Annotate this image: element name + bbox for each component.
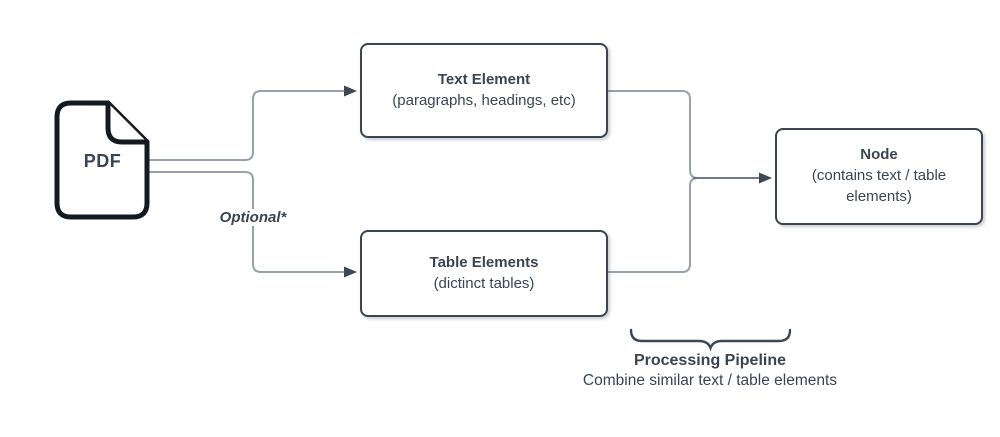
pipeline-subtitle: Combine similar text / table elements [582, 372, 838, 389]
pdf-document-icon: PDF [50, 95, 155, 225]
curly-brace-icon [629, 328, 792, 352]
pipeline-title: Processing Pipeline [633, 352, 787, 369]
arrowhead-text-element-icon [344, 85, 357, 97]
optional-label: Optional* [216, 209, 290, 226]
node-title: Node [860, 146, 898, 164]
node-box: Node (contains text / table elements) [775, 128, 983, 225]
text-element-box: Text Element (paragraphs, headings, etc) [360, 43, 608, 138]
arrowhead-node-icon [759, 172, 772, 184]
text-element-title: Text Element [437, 70, 531, 88]
pdf-label: PDF [83, 151, 122, 171]
connector-table-elements-to-junction [607, 177, 699, 273]
connector-pdf-to-text-element [147, 90, 345, 161]
table-elements-box: Table Elements (dictinct tables) [360, 230, 608, 317]
node-subtitle: (contains text / table elements) [811, 167, 947, 205]
pdf-folded-corner [105, 100, 150, 145]
connector-text-element-to-junction [607, 90, 699, 179]
table-elements-subtitle: (dictinct tables) [433, 274, 535, 292]
table-elements-title: Table Elements [429, 253, 539, 271]
pipeline-caption: Processing Pipeline Combine similar text… [583, 352, 837, 390]
text-element-subtitle: (paragraphs, headings, etc) [392, 91, 576, 109]
arrowhead-table-elements-icon [344, 266, 357, 278]
pdf-document-shape [54, 100, 150, 220]
